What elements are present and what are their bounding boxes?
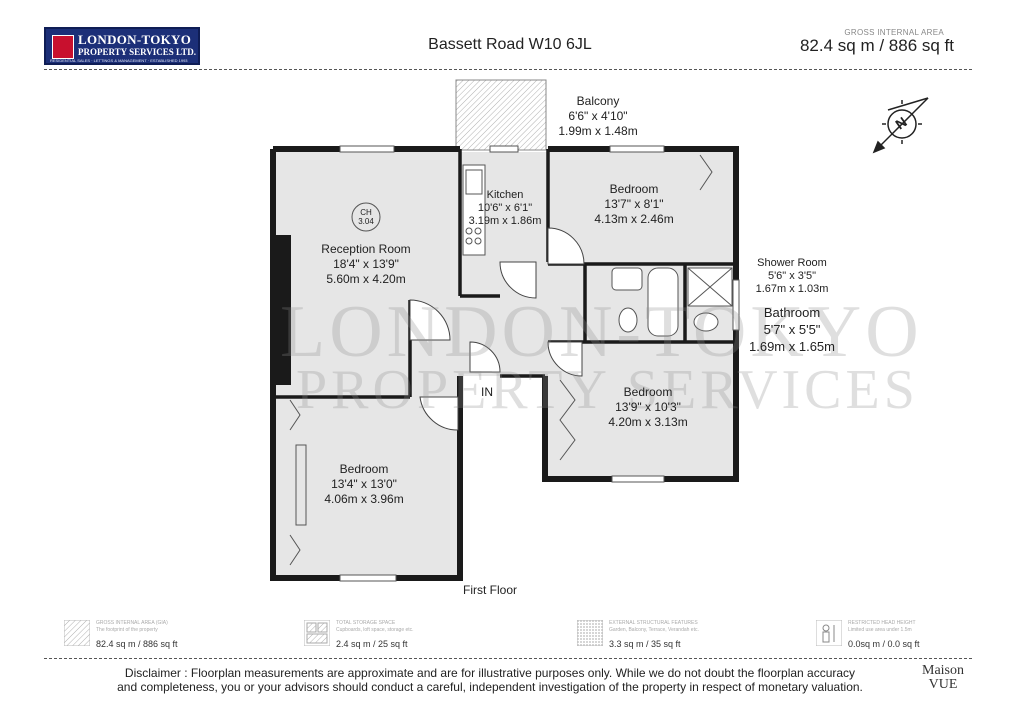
room-imperial: 6'6" x 4'10" (568, 109, 628, 123)
logo-tagline: RESIDENTIAL SALES · LETTINGS & MANAGEMEN… (50, 58, 188, 63)
room-metric: 5.60m x 4.20m (326, 272, 406, 286)
legend-title: RESTRICTED HEAD HEIGHT (848, 620, 916, 626)
brand-line-1: Maison (922, 663, 964, 678)
header-divider (44, 69, 972, 70)
room-metric: 4.13m x 2.46m (594, 212, 674, 226)
legend-value: 82.4 sq m / 886 sq ft (96, 639, 178, 649)
room-metric: 3.19m x 1.86m (468, 215, 542, 227)
room-imperial: 10'6" x 6'1" (477, 202, 533, 214)
legend-desc: Limited use area under 1.5m (848, 627, 912, 633)
legend-storage: TOTAL STORAGE SPACE Cupboards, loft spac… (304, 620, 504, 650)
disclaimer: Disclaimer : Floorplan measurements are … (60, 666, 920, 694)
room-imperial: 5'7" x 5'5" (763, 322, 821, 337)
legend-external: EXTERNAL STRUCTURAL FEATURES Garden, Bal… (577, 620, 777, 650)
legend-value: 0.0sq m / 0.0 sq ft (848, 639, 920, 649)
room-metric: 1.69m x 1.65m (749, 339, 835, 354)
entrance-label: IN (481, 385, 493, 399)
logo-subtitle: PROPERTY SERVICES LTD. (78, 47, 196, 57)
room-metric: 1.67m x 1.03m (755, 283, 829, 295)
hatch-swatch-icon (64, 620, 90, 646)
room-label-kitchen: Kitchen 10'6" x 6'1" 3.19m x 1.86m (462, 189, 548, 228)
grid-swatch-icon (577, 620, 603, 646)
agency-logo: LONDON-TOKYO PROPERTY SERVICES LTD. RESI… (44, 27, 200, 65)
legend-value: 2.4 sq m / 25 sq ft (336, 639, 408, 649)
disclaimer-line-2: and completeness, you or your advisors s… (117, 680, 863, 694)
balcony-area (455, 79, 547, 151)
gia-label: GROSS INTERNAL AREA (844, 28, 944, 37)
property-address: Bassett Road W10 6JL (428, 36, 592, 53)
room-label-shower-room: Shower Room 5'6" x 3'5" 1.67m x 1.03m (742, 257, 842, 296)
room-imperial: 18'4" x 13'9" (333, 257, 399, 271)
room-name: Bathroom (763, 305, 821, 320)
footer-divider (44, 658, 972, 659)
room-name: Balcony (576, 94, 620, 108)
flag-icon (52, 35, 74, 59)
legend-value: 3.3 sq m / 35 sq ft (609, 639, 681, 649)
room-metric: 4.06m x 3.96m (324, 492, 404, 506)
maison-vue-logo: Maison VUE (922, 664, 964, 692)
gia-value: 82.4 sq m / 886 sq ft (799, 36, 954, 55)
room-label-balcony: Balcony 6'6" x 4'10" 1.99m x 1.48m (548, 94, 648, 139)
legend-desc: Cupboards, loft space, storage etc. (336, 627, 414, 633)
legend-desc: The footprint of the property (96, 627, 158, 633)
ch-marker (351, 202, 381, 232)
windows (339, 145, 740, 582)
room-imperial: 13'7" x 8'1" (604, 197, 664, 211)
room-imperial: 13'4" x 13'0" (331, 477, 397, 491)
room-name: Reception Room (321, 242, 411, 256)
chimney-breast (273, 235, 291, 385)
person-icon (816, 620, 842, 646)
ch-text: CH (360, 208, 372, 217)
room-label-bedroom-1: Bedroom 13'7" x 8'1" 4.13m x 2.46m (584, 182, 684, 227)
logo-title: LONDON-TOKYO (78, 32, 192, 47)
room-label-bedroom-3: Bedroom 13'4" x 13'0" 4.06m x 3.96m (312, 462, 416, 507)
floor-label: First Floor (463, 583, 517, 597)
room-label-bedroom-2: Bedroom 13'9" x 10'3" 4.20m x 3.13m (596, 385, 700, 430)
disclaimer-line-1: Disclaimer : Floorplan measurements are … (124, 666, 856, 680)
watermark-line2: PROPERTY SERVICES (296, 359, 919, 421)
storage-swatch-icon (304, 620, 330, 646)
room-label-bathroom: Bathroom 5'7" x 5'5" 1.69m x 1.65m (740, 304, 844, 355)
ch-value: 3.04 (358, 217, 374, 226)
room-name: Shower Room (757, 257, 827, 269)
room-name: Kitchen (486, 189, 524, 201)
room-metric: 1.99m x 1.48m (558, 124, 638, 138)
room-label-reception: Reception Room 18'4" x 13'9" 5.60m x 4.2… (306, 242, 426, 287)
legend-desc: Garden, Balcony, Terrace, Verandah etc. (609, 627, 699, 633)
legend-title: EXTERNAL STRUCTURAL FEATURES (609, 620, 698, 626)
room-name: Bedroom (623, 385, 673, 399)
legend-title: GROSS INTERNAL AREA (GIA) (96, 620, 168, 626)
room-name: Bedroom (339, 462, 389, 476)
compass-icon (872, 97, 929, 154)
legend-title: TOTAL STORAGE SPACE (336, 620, 396, 626)
door-swings (409, 227, 585, 431)
brand-line-2: VUE (928, 677, 958, 692)
room-name: Bedroom (609, 182, 659, 196)
wardrobes (289, 154, 713, 566)
room-imperial: 13'9" x 10'3" (615, 400, 681, 414)
kitchen-fittings (462, 164, 486, 256)
room-imperial: 5'6" x 3'5" (767, 270, 817, 282)
legend-head-height: RESTRICTED HEAD HEIGHT Limited use area … (816, 620, 976, 650)
ch-label: CH 3.04 (352, 208, 380, 226)
bathroom-fittings (611, 267, 733, 337)
watermark-line1: LONDON-TOKYO (280, 291, 923, 373)
legend-gia: GROSS INTERNAL AREA (GIA) The footprint … (64, 620, 264, 650)
room-metric: 4.20m x 3.13m (608, 415, 688, 429)
